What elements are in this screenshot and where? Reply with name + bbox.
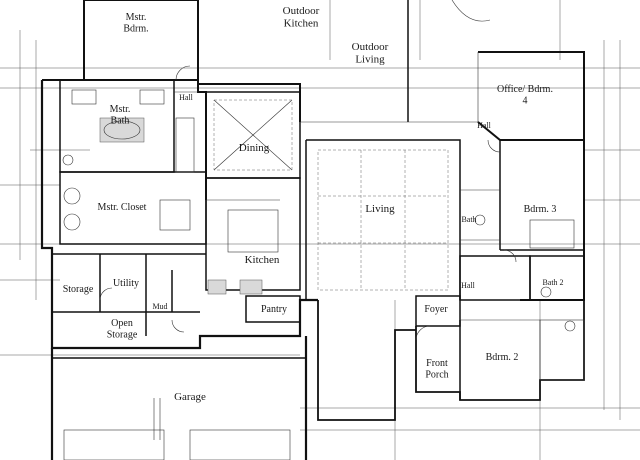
room-label-utility: Utility xyxy=(113,278,139,289)
room-label-foyer: Foyer xyxy=(424,304,448,315)
room-label-mstr-bdrm: Mstr.Bdrm. xyxy=(123,12,148,35)
room-label-living: Living xyxy=(365,203,395,215)
room-label-bath: Bath xyxy=(461,215,476,224)
walls xyxy=(40,0,585,460)
room-label-pantry: Pantry xyxy=(261,304,287,315)
room-label-hall-3: Hall xyxy=(461,281,476,290)
room-label-dining: Dining xyxy=(239,142,270,154)
room-label-bdrm-3: Bdrm. 3 xyxy=(524,204,557,215)
room-label-office: Office/ Bdrm.4 xyxy=(497,84,553,107)
room-label-hall-2: Hall xyxy=(477,121,492,130)
room-label-storage: Storage xyxy=(63,284,94,295)
room-label-garage: Garage xyxy=(174,391,206,403)
room-label-kitchen: Kitchen xyxy=(245,254,280,266)
room-label-mstr-bath: Mstr.Bath xyxy=(110,104,131,127)
room-label-mstr-closet: Mstr. Closet xyxy=(98,202,147,213)
room-label-hall-1: Hall xyxy=(179,93,194,102)
room-label-bath-2: Bath 2 xyxy=(542,278,563,287)
fixtures xyxy=(62,0,576,440)
room-label-bdrm-2: Bdrm. 2 xyxy=(486,352,519,363)
room-label-mud: Mud xyxy=(152,302,167,311)
